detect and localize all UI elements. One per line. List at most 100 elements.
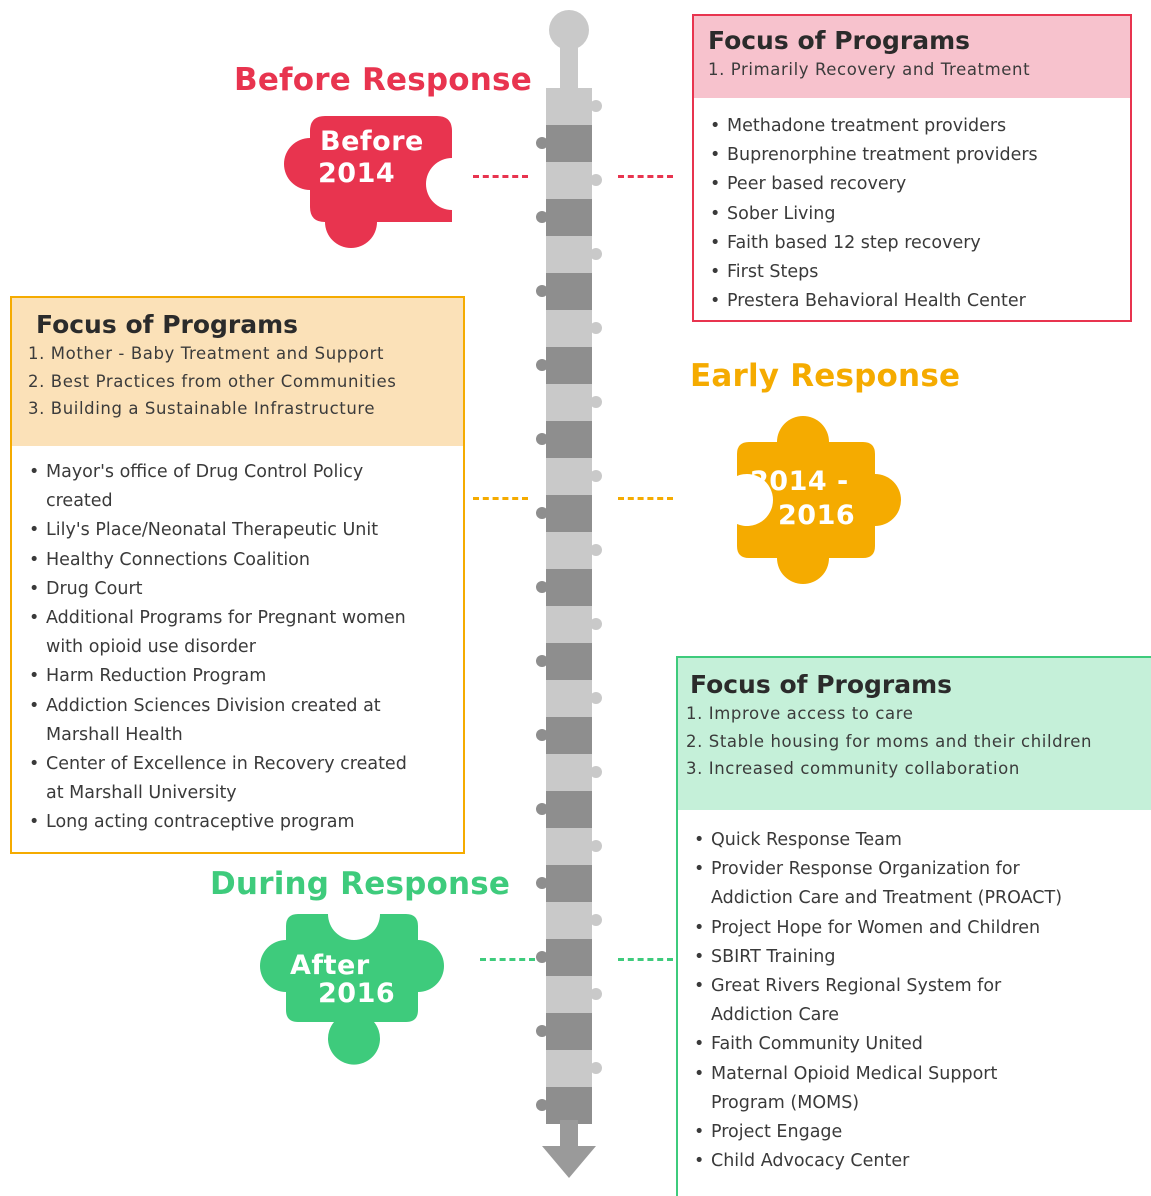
before-focus-title: Focus of Programs bbox=[708, 26, 971, 55]
program-item: Sober Living bbox=[710, 200, 1114, 229]
spine-puzzle-piece bbox=[546, 865, 592, 902]
spine-piece-knob bbox=[536, 655, 548, 667]
spine-piece-knob bbox=[536, 951, 548, 963]
spine-arrow-stem bbox=[560, 1120, 578, 1150]
before-badge-line2: 2014 bbox=[318, 158, 396, 189]
before-program-list: Methadone treatment providersBuprenorphi… bbox=[694, 98, 1130, 316]
program-item: Project Engage bbox=[694, 1118, 1074, 1147]
spine-piece-knob bbox=[590, 840, 602, 852]
spine-puzzle-piece bbox=[546, 384, 592, 421]
spine-puzzle-piece bbox=[546, 347, 592, 384]
spine-piece-knob bbox=[536, 1099, 548, 1111]
before-2014-puzzle-badge bbox=[284, 116, 452, 248]
spine-piece-knob bbox=[590, 766, 602, 778]
spine-piece-knob bbox=[536, 433, 548, 445]
spine-arrow-head bbox=[542, 1146, 596, 1178]
spine-puzzle-piece bbox=[546, 976, 592, 1013]
before-badge-shape bbox=[284, 116, 452, 248]
program-item: Methadone treatment providers bbox=[710, 112, 1114, 141]
spine-piece-knob bbox=[590, 470, 602, 482]
early-badge-shape bbox=[737, 416, 901, 584]
spine-puzzle-piece bbox=[546, 1050, 592, 1087]
focus-item: 3. Increased community collaboration bbox=[686, 759, 1020, 778]
spine-puzzle-piece bbox=[546, 88, 592, 125]
spine-piece-knob bbox=[536, 581, 548, 593]
spine-piece-knob bbox=[590, 100, 602, 112]
spine-piece-knob bbox=[590, 322, 602, 334]
spine-piece-knob bbox=[536, 211, 548, 223]
spine-piece-knob bbox=[590, 914, 602, 926]
spine-piece-knob bbox=[536, 729, 548, 741]
spine-puzzle-piece bbox=[546, 1013, 592, 1050]
focus-item: 2. Stable housing for moms and their chi… bbox=[686, 731, 1093, 751]
before-connector-right bbox=[618, 175, 673, 178]
spine-piece-knob bbox=[536, 507, 548, 519]
spine-puzzle-piece bbox=[546, 199, 592, 236]
before-response-heading: Before Response bbox=[234, 62, 532, 98]
program-item: Long acting contraceptive program bbox=[29, 808, 409, 837]
program-item: Drug Court bbox=[29, 575, 409, 604]
before-badge-line1: Before bbox=[320, 126, 424, 157]
spine-piece-knob bbox=[536, 803, 548, 815]
program-item: Center of Excellence in Recovery created… bbox=[29, 750, 409, 808]
spine-puzzle-piece bbox=[546, 717, 592, 754]
early-connector-left bbox=[473, 497, 528, 500]
program-item: Peer based recovery bbox=[710, 170, 1114, 199]
during-program-list: Quick Response TeamProvider Response Org… bbox=[678, 810, 1090, 1176]
during-focus-title: Focus of Programs bbox=[690, 670, 953, 699]
spine-puzzle-piece bbox=[546, 643, 592, 680]
spine-piece-knob bbox=[590, 988, 602, 1000]
focus-item: 3. Building a Sustainable Infrastructure bbox=[28, 399, 376, 418]
program-item: Mayor's office of Drug Control Policy cr… bbox=[29, 458, 409, 516]
spine-puzzle-piece bbox=[546, 162, 592, 199]
spine-piece-knob bbox=[536, 359, 548, 371]
before-focus-header: Focus of Programs 1. Primarily Recovery … bbox=[694, 16, 1130, 98]
program-item: SBIRT Training bbox=[694, 943, 1074, 972]
spine-puzzle-piece bbox=[546, 606, 592, 643]
spine-piece-knob bbox=[536, 877, 548, 889]
program-item: Prestera Behavioral Health Center bbox=[710, 287, 1114, 316]
early-focus-box: Focus of Programs 1. Mother - Baby Treat… bbox=[10, 296, 465, 854]
focus-item: 1. Primarily Recovery and Treatment bbox=[708, 60, 1031, 79]
spine-top-stem bbox=[560, 40, 578, 92]
spine-piece-knob bbox=[536, 137, 548, 149]
early-focus-header: Focus of Programs 1. Mother - Baby Treat… bbox=[12, 298, 463, 446]
spine-puzzle-piece bbox=[546, 458, 592, 495]
focus-item: 1. Mother - Baby Treatment and Support bbox=[28, 344, 385, 363]
spine-puzzle-piece bbox=[546, 902, 592, 939]
early-badge-line2: 2016 bbox=[778, 500, 856, 531]
program-item: Maternal Opioid Medical Support Program … bbox=[694, 1060, 1074, 1118]
program-item: Healthy Connections Coalition bbox=[29, 546, 409, 575]
during-badge-shape bbox=[260, 914, 444, 1065]
spine-piece-knob bbox=[590, 618, 602, 630]
spine-puzzle-piece bbox=[546, 421, 592, 458]
during-focus-header: Focus of Programs 1. Improve access to c… bbox=[678, 658, 1151, 810]
during-badge-line2: 2016 bbox=[318, 978, 396, 1009]
program-item: Additional Programs for Pregnant women w… bbox=[29, 604, 409, 662]
program-item: Child Advocacy Center bbox=[694, 1147, 1074, 1176]
program-item: Addiction Sciences Division created at M… bbox=[29, 692, 409, 750]
program-item: Buprenorphine treatment providers bbox=[710, 141, 1114, 170]
spine-puzzle-piece bbox=[546, 569, 592, 606]
during-connector-left bbox=[480, 958, 535, 961]
spine-piece-knob bbox=[590, 1062, 602, 1074]
during-focus-box: Focus of Programs 1. Improve access to c… bbox=[676, 656, 1151, 1196]
program-item: Quick Response Team bbox=[694, 826, 1074, 855]
spine-piece-knob bbox=[590, 248, 602, 260]
program-item: Provider Response Organization for Addic… bbox=[694, 855, 1074, 913]
program-item: First Steps bbox=[710, 258, 1114, 287]
program-item: Harm Reduction Program bbox=[29, 662, 409, 691]
spine-piece-knob bbox=[590, 174, 602, 186]
early-connector-right bbox=[618, 497, 673, 500]
program-item: Faith Community United bbox=[694, 1030, 1074, 1059]
during-badge-line1: After bbox=[290, 950, 370, 981]
spine-puzzle-piece bbox=[546, 495, 592, 532]
during-response-heading: During Response bbox=[210, 866, 511, 902]
spine-top-knob bbox=[549, 10, 589, 50]
spine-piece-knob bbox=[590, 692, 602, 704]
early-2014-2016-puzzle-badge bbox=[737, 416, 901, 584]
before-focus-list: 1. Primarily Recovery and Treatment bbox=[708, 56, 1116, 84]
spine-piece-knob bbox=[536, 285, 548, 297]
